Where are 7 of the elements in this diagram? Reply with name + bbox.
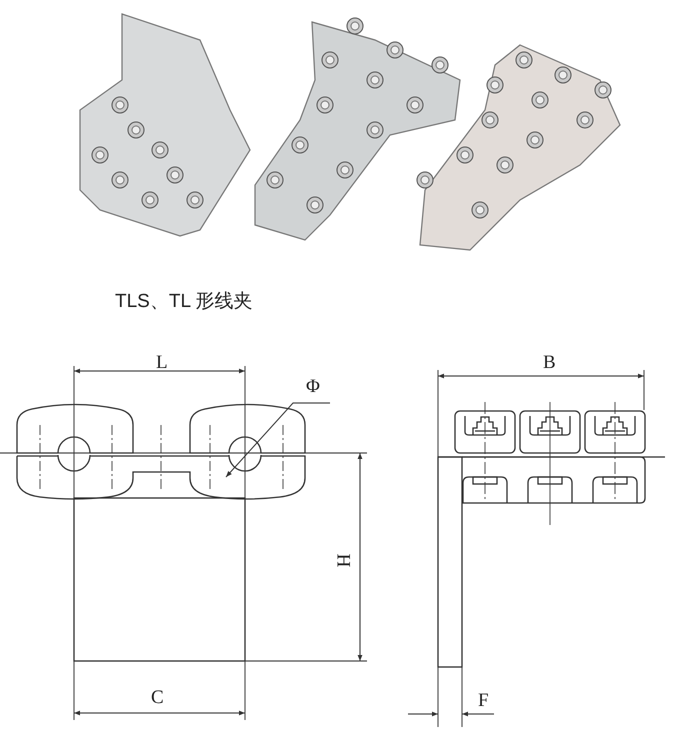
dimension-label: C (151, 688, 164, 707)
dimension-label: L (156, 353, 168, 372)
title: TLS、TL 形线夹 (115, 292, 253, 311)
dimension-label: B (543, 353, 556, 372)
dimension-label: Φ (306, 377, 320, 396)
dimension-label: H (333, 554, 352, 568)
dimension-label: F (478, 691, 489, 710)
